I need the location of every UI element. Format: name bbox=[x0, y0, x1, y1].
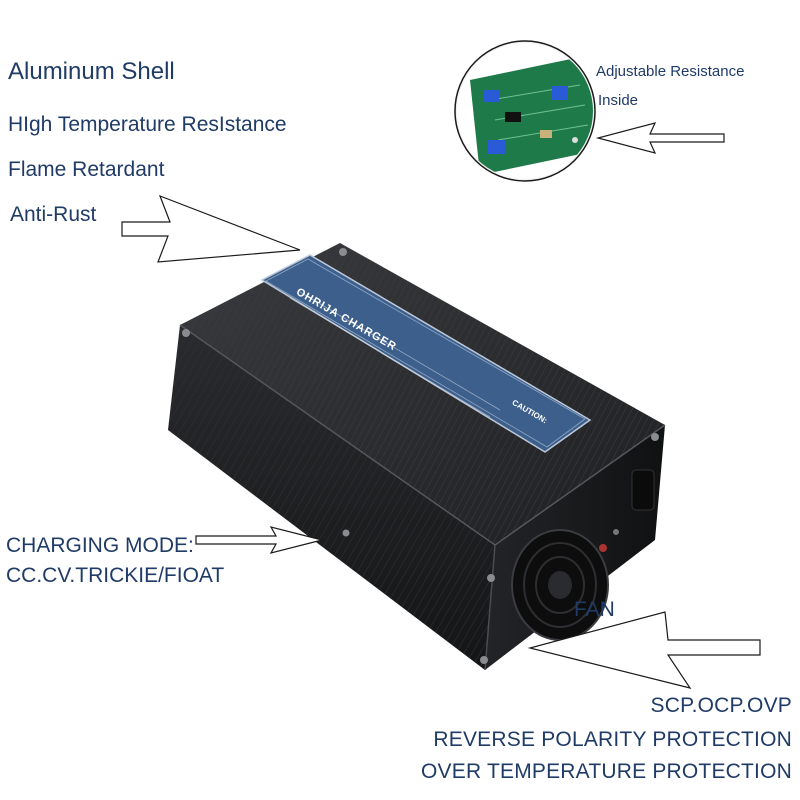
protection-reverse-polarity: REVERSE POLARITY PROTECTION bbox=[433, 728, 792, 751]
arrow-resistance-icon bbox=[595, 122, 725, 154]
screw-icon bbox=[487, 574, 495, 582]
pcb-callout bbox=[454, 40, 596, 182]
feature-anti-rust: Anti-Rust bbox=[10, 203, 97, 226]
feature-aluminum-shell: Aluminum Shell bbox=[8, 58, 175, 85]
screw-icon bbox=[182, 329, 190, 337]
charging-mode-values: CC.CV.TRICKIE/FIOAT bbox=[6, 564, 225, 587]
feature-high-temperature: HIgh Temperature ResIstance bbox=[8, 113, 287, 136]
feature-flame-retardant: Flame Retardant bbox=[8, 158, 165, 181]
output-cable bbox=[631, 469, 655, 511]
fan-label: FAN bbox=[574, 598, 615, 621]
screw-icon bbox=[651, 433, 659, 441]
screw-icon bbox=[339, 248, 347, 256]
potentiometer-icon bbox=[552, 86, 568, 100]
product-label bbox=[260, 254, 592, 453]
callout-inside: Inside bbox=[598, 92, 639, 109]
potentiometer-icon bbox=[487, 140, 505, 154]
fan-icon bbox=[511, 529, 609, 641]
led-indicator-icon bbox=[599, 544, 607, 552]
arrow-fan-icon bbox=[527, 611, 761, 689]
callout-adjustable-resistance: Adjustable Resistance bbox=[596, 63, 745, 80]
charging-mode-title: CHARGING MODE: bbox=[6, 534, 194, 557]
arrow-charging-icon bbox=[195, 526, 323, 554]
protection-over-temperature: OVER TEMPERATURE PROTECTION bbox=[421, 760, 792, 783]
charger-body bbox=[168, 243, 666, 671]
screw-icon bbox=[342, 529, 350, 537]
chip-icon bbox=[505, 112, 521, 122]
arrow-aluminum-icon bbox=[121, 194, 301, 263]
screw-icon bbox=[480, 656, 488, 664]
potentiometer-icon bbox=[483, 90, 499, 102]
protection-scp-ocp-ovp: SCP.OCP.OVP bbox=[650, 694, 792, 717]
